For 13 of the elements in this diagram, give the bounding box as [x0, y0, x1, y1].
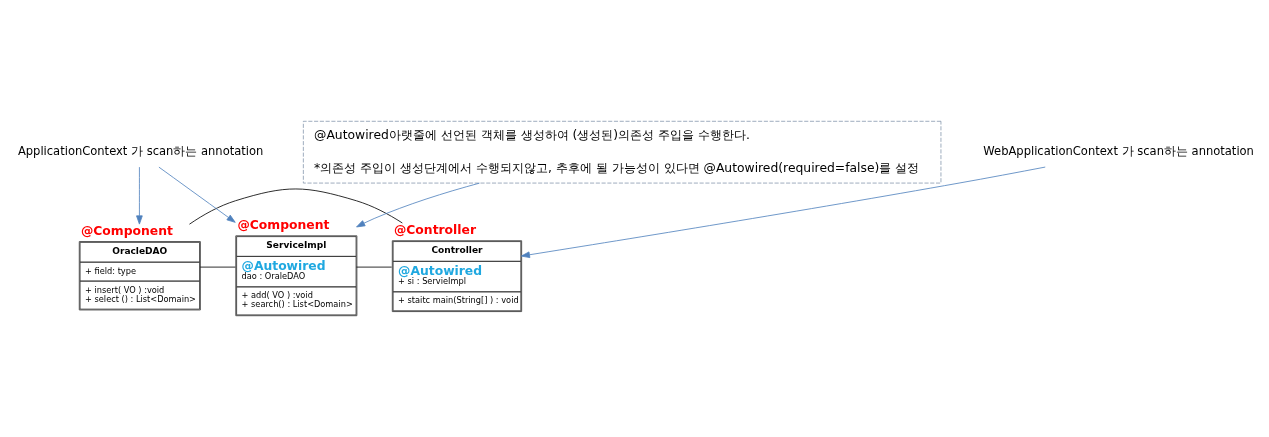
node-label: @Controller: [393, 223, 477, 238]
connector: [356, 266, 393, 268]
arrow: [356, 182, 480, 228]
node-text: ApplicationContext 가 scan하는 annotation: [17, 144, 264, 159]
node-box: @Autowired아랫줄에 선언된 객체를 생성하여 (생성된)의존성 주입을 수행한다. *의존성 주입이 생성단계에서 수행되지않고, 추후에 될 가능성이 있다면 @Autowired(required=false)를 설정: [302, 120, 942, 184]
node-label: @Component: [237, 218, 330, 233]
arrow: [136, 166, 143, 225]
arrow: [158, 166, 236, 223]
node-text: WebApplicationContext 가 scan하는 annotation: [983, 144, 1254, 159]
connector: [199, 266, 236, 268]
connector: [189, 188, 403, 225]
arrow: [520, 166, 1046, 259]
node-label: @Component: [80, 223, 173, 238]
